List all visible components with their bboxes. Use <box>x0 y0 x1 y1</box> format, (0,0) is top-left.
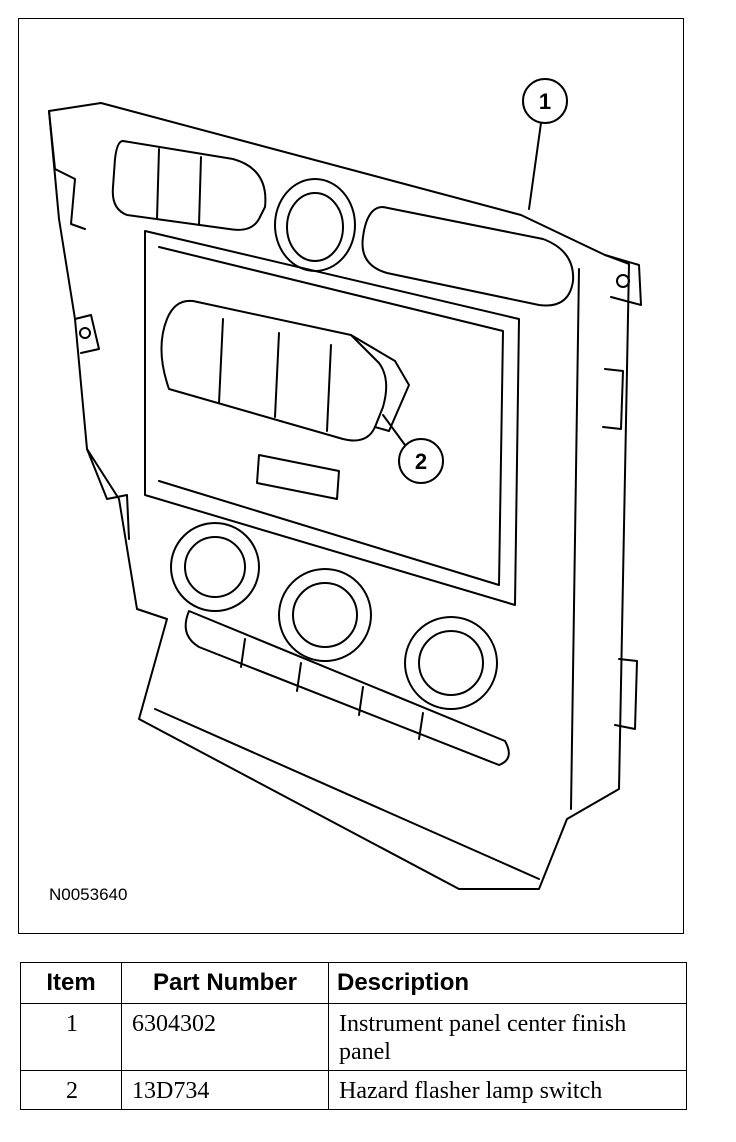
lower-button-divider-4 <box>418 712 424 740</box>
center-opening-inner <box>158 246 504 586</box>
center-opening <box>144 230 520 606</box>
top-button-divider-1 <box>156 148 160 220</box>
header-item: Item <box>20 962 122 1004</box>
table-row: 1 6304302 Instrument panel center finish… <box>20 1003 687 1071</box>
panel-outline <box>48 102 630 890</box>
climate-knob-center <box>278 568 372 662</box>
lower-button-divider-1 <box>240 638 246 668</box>
row-item: 2 <box>20 1070 122 1110</box>
row-part-number: 6304302 <box>121 1003 329 1071</box>
lower-button-divider-2 <box>296 662 302 692</box>
callout-2-label: 2 <box>415 449 427 474</box>
left-tab-low <box>86 448 130 540</box>
figure-id: N0053640 <box>49 885 128 904</box>
callout-1-circle <box>522 78 568 124</box>
parts-table-header: Item Part Number Description <box>20 962 687 1004</box>
left-tab-upper <box>48 110 86 230</box>
row-description: Instrument panel center finish panel <box>328 1003 687 1071</box>
mount-hole-right <box>616 274 630 288</box>
right-tab-low <box>614 658 638 730</box>
left-tab-mid <box>74 314 100 354</box>
climate-knob-left-inner <box>184 536 246 598</box>
climate-knob-right <box>404 616 498 710</box>
callout-1-leader <box>528 122 542 210</box>
right-tab-upper <box>604 254 642 306</box>
callout-2-leader <box>382 414 406 446</box>
hazard-switch-divider-3 <box>326 344 332 432</box>
right-tab-mid <box>602 368 624 430</box>
lower-button-divider-3 <box>358 686 364 716</box>
row-description: Hazard flasher lamp switch <box>328 1070 687 1110</box>
top-knob-inner <box>286 192 344 262</box>
row-part-number: 13D734 <box>121 1070 329 1110</box>
hazard-switch-divider-1 <box>218 318 224 404</box>
callout-2-circle <box>398 438 444 484</box>
climate-knob-left <box>170 522 260 612</box>
header-part-number: Part Number <box>121 962 329 1004</box>
climate-knob-right-inner <box>418 630 484 696</box>
climate-knob-center-inner <box>292 582 358 648</box>
lower-skirt-line <box>154 708 540 880</box>
hazard-switch-shell <box>350 334 410 432</box>
mount-hole-left <box>79 327 91 339</box>
hazard-switch-body <box>160 299 388 442</box>
finish-panel-illustration: 1 2 <box>48 78 642 890</box>
top-button-divider-2 <box>198 156 202 226</box>
right-edge-inner <box>570 268 580 810</box>
figure-frame: 1 2 N0053640 <box>18 18 684 934</box>
parts-table: Item Part Number Description 1 6304302 I… <box>20 962 687 1110</box>
table-row: 2 13D734 Hazard flasher lamp switch <box>20 1070 687 1110</box>
top-button-cluster <box>111 140 267 231</box>
header-description: Description <box>328 962 687 1004</box>
row-item: 1 <box>20 1003 122 1071</box>
callout-1-label: 1 <box>539 89 551 114</box>
switch-connector <box>256 454 340 500</box>
lower-button-bar <box>184 610 510 766</box>
hazard-switch-divider-2 <box>274 332 280 418</box>
top-vent-slot <box>361 206 575 307</box>
